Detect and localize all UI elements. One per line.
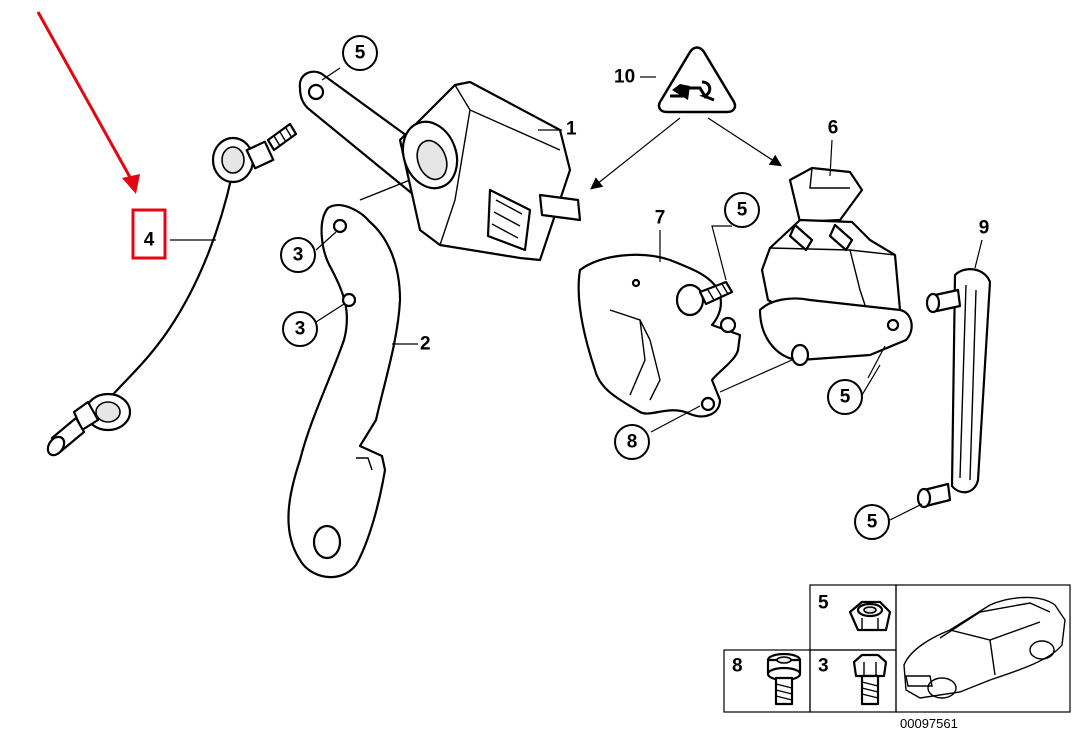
callout-3-upper: 3 bbox=[280, 237, 316, 273]
callout-label: 2 bbox=[420, 334, 431, 355]
callout-label: 9 bbox=[979, 218, 990, 239]
hex-bolt-icon bbox=[852, 653, 888, 706]
callout-5-mid: 5 bbox=[724, 192, 760, 228]
callout-9: 9 bbox=[979, 218, 990, 239]
socket-screw-icon bbox=[766, 652, 802, 706]
callout-label: 5 bbox=[737, 200, 748, 221]
nut-icon bbox=[848, 600, 892, 632]
part-7-mount-bracket bbox=[577, 253, 742, 418]
callout-5-bottom: 5 bbox=[854, 504, 890, 540]
callout-2: 2 bbox=[420, 334, 431, 355]
callout-label: 5 bbox=[840, 387, 851, 408]
warning-triangle-icon bbox=[657, 46, 737, 114]
callout-3-lower: 3 bbox=[282, 311, 318, 347]
highlight-arrowhead bbox=[122, 174, 140, 194]
highlight-box bbox=[131, 208, 167, 260]
callout-label: 8 bbox=[627, 432, 638, 453]
highlight-annotation bbox=[36, 11, 167, 260]
part-6-right-sensor bbox=[758, 166, 913, 367]
legend-label-8: 8 bbox=[732, 656, 743, 677]
callout-8: 8 bbox=[614, 424, 650, 460]
car-silhouette-icon bbox=[903, 596, 1066, 699]
arrow-to-part-6 bbox=[707, 117, 783, 167]
hardware-legend: 5 8 3 bbox=[723, 584, 1071, 731]
part-4-linkage-rod bbox=[46, 122, 298, 457]
legend-label-3: 3 bbox=[818, 656, 829, 677]
arrow-to-part-1 bbox=[590, 117, 681, 190]
callout-label: 6 bbox=[828, 118, 839, 139]
callout-label: 4 bbox=[144, 230, 155, 251]
callout-label: 7 bbox=[655, 208, 666, 229]
part-9-right-linkage bbox=[916, 268, 992, 509]
callout-label: 1 bbox=[566, 119, 577, 140]
callout-label: 3 bbox=[295, 319, 306, 340]
part-1-level-sensor bbox=[359, 80, 582, 262]
callout-7: 7 bbox=[655, 208, 666, 229]
callout-1: 1 bbox=[566, 119, 577, 140]
highlight-arrow bbox=[36, 11, 138, 189]
callout-10: 10 bbox=[614, 67, 635, 88]
callout-label: 5 bbox=[867, 512, 878, 533]
document-number: 00097561 bbox=[900, 716, 958, 731]
legend-label-5: 5 bbox=[818, 593, 829, 614]
callout-4: 4 bbox=[144, 230, 155, 251]
callout-5-top: 5 bbox=[342, 35, 378, 71]
callout-label: 5 bbox=[355, 43, 366, 64]
part-2-bracket bbox=[287, 204, 402, 579]
callout-label: 3 bbox=[293, 245, 304, 266]
callout-label: 10 bbox=[614, 67, 635, 88]
callout-5-right: 5 bbox=[827, 379, 863, 415]
callout-6: 6 bbox=[828, 118, 839, 139]
